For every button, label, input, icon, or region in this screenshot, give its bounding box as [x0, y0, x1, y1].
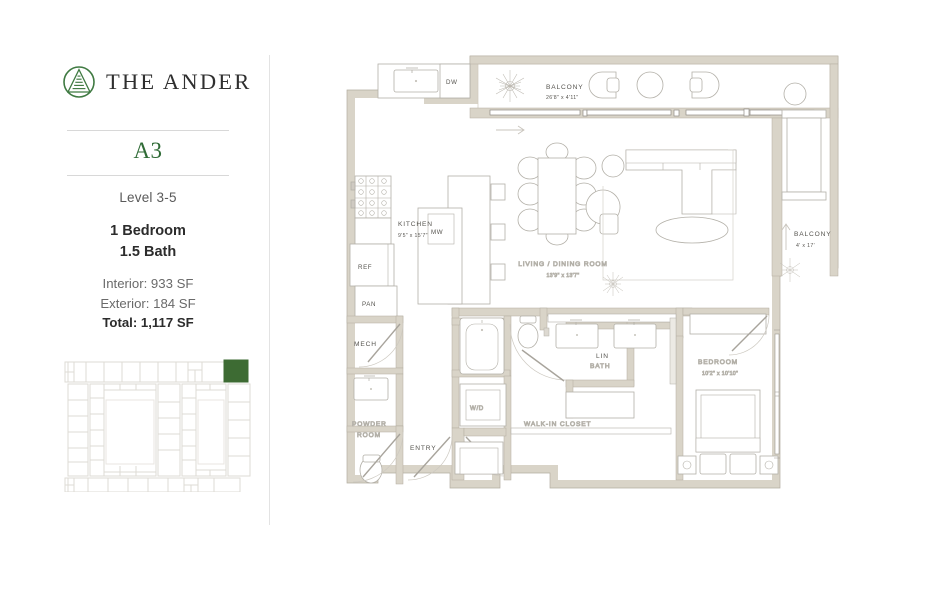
room-dim-balcony-east: 4' x 17': [796, 243, 815, 249]
building-key-plate: [64, 354, 254, 499]
powder-room: POWDER ROOM: [352, 375, 404, 484]
unit-bedrooms: 1 Bedroom: [110, 223, 186, 239]
divider-above-plan-code: [67, 130, 229, 131]
brand-lockup: THE ANDER: [63, 66, 251, 98]
room-label-balcony-east: BALCONY: [794, 231, 831, 238]
linen-closet: LIN: [596, 353, 609, 360]
brand-name: THE ANDER: [106, 69, 252, 94]
laundry: W/D: [459, 383, 507, 427]
room-label-living-dining: LIVING / DINING ROOM: [518, 261, 608, 268]
room-dim-living-dining: 13'9" x 13'7": [546, 273, 579, 279]
appliance-label-mw: MW: [431, 229, 443, 236]
room-label-bedroom: BEDROOM: [698, 359, 738, 366]
mech-room: MECH: [354, 322, 404, 368]
plant-icon: [495, 70, 525, 102]
room-label-kitchen: KITCHEN: [398, 221, 433, 228]
balcony-north: BALCONY 26'8" x 4'11": [469, 55, 839, 135]
area-rug: [602, 149, 734, 281]
appliance-label-ref: REF: [358, 264, 372, 271]
bedroom: BEDROOM 10'2" x 10'10": [677, 313, 780, 475]
floorplan-drawing: BALCONY 26'8" x 4'11" DW: [300, 18, 900, 538]
interior-area: Interior: 933 SF: [102, 276, 194, 291]
unit-level: Level 3-5: [119, 190, 177, 205]
sidebar-divider: [269, 55, 270, 525]
room-label-mech: MECH: [354, 341, 377, 348]
appliance-label-wd: W/D: [470, 405, 484, 412]
plan-code: A3: [133, 138, 163, 163]
room-label-powder-room: POWDER: [352, 421, 387, 428]
walk-in-closet: WALK-IN CLOSET: [454, 391, 672, 475]
room-label-lin: LIN: [596, 353, 609, 360]
key-plate-unit-highlight: [223, 359, 249, 383]
room-dim-balcony-north: 26'8" x 4'11": [546, 95, 579, 101]
bathroom: BATH: [459, 313, 677, 385]
kitchen-island: [417, 175, 506, 305]
room-dim-bedroom: 10'2" x 10'10": [702, 371, 738, 377]
total-area: Total: 1,117 SF: [102, 315, 194, 330]
room-label-entry: ENTRY: [410, 445, 436, 452]
living-dining-room: LIVING / DINING ROOM 13'9" x 13'7": [517, 142, 737, 296]
plant-icon: [779, 258, 801, 282]
door-swing-arrow-icon: [496, 125, 525, 135]
unit-bed-bath: 1 Bedroom 1.5 Bath: [67, 221, 229, 263]
divider-below-plan-code: [67, 175, 229, 176]
svg-text:ROOM: ROOM: [357, 432, 381, 439]
room-label-balcony-north: BALCONY: [546, 84, 583, 91]
dining-set: [517, 142, 597, 246]
coffee-table: [655, 216, 729, 244]
side-table: [601, 154, 625, 178]
room-dim-kitchen: 9'5" x 15'7": [398, 233, 428, 239]
appliance-label-dw: DW: [446, 79, 458, 86]
balcony-east: BALCONY 4' x 17': [771, 63, 839, 282]
plant-icon: [602, 272, 624, 296]
unit-bathrooms: 1.5 Bath: [119, 244, 177, 260]
room-label-bath: BATH: [590, 363, 611, 370]
unit-area-summary: Interior: 933 SF Exterior: 184 SF Total:…: [67, 274, 229, 333]
ander-leaf-logo-icon: [63, 66, 95, 98]
floorplan-svg: BALCONY 26'8" x 4'11" DW: [346, 55, 839, 489]
door-leaf: [367, 323, 401, 363]
sectional-sofa: [625, 149, 737, 215]
unit-info-sidebar: THE ANDER A3 Level 3-5 1 Bedroom 1.5 Bat…: [0, 0, 269, 600]
toilet-icon: [517, 323, 539, 349]
room-label-walk-in-closet: WALK-IN CLOSET: [524, 421, 591, 428]
appliance-label-pan: PAN: [362, 301, 376, 308]
balcony-furniture: [588, 71, 720, 99]
kitchen: DW REF: [349, 63, 506, 319]
exterior-area: Exterior: 184 SF: [100, 295, 196, 311]
door-swing-arrow-icon: [781, 223, 791, 250]
